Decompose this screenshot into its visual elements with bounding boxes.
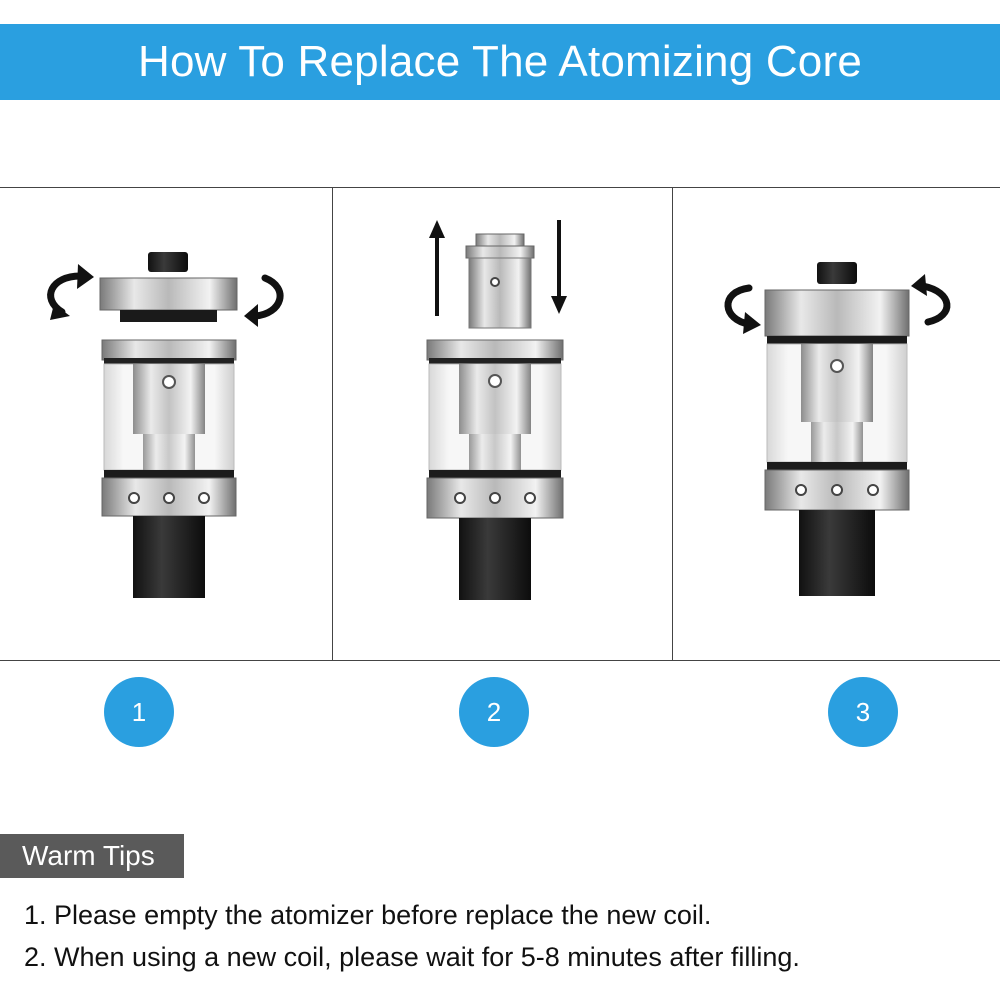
panel-divider xyxy=(672,187,673,661)
tip-item: 1. Please empty the atomizer before repl… xyxy=(24,900,712,930)
rotate-left-arrow-icon xyxy=(724,284,753,328)
warm-tips-heading: Warm Tips xyxy=(0,834,184,878)
step-2-badge: 2 xyxy=(459,677,529,747)
step-3-illustration xyxy=(673,188,1000,660)
step-1-badge: 1 xyxy=(104,677,174,747)
arrow-up-icon xyxy=(429,220,445,316)
steps-panel-frame xyxy=(0,187,1000,661)
rotate-right-arrow-icon xyxy=(251,274,284,320)
warm-tips-list: 1. Please empty the atomizer before repl… xyxy=(24,894,984,978)
step-1-illustration xyxy=(0,188,332,660)
page-title: How To Replace The Atomizing Core xyxy=(0,24,1000,100)
tip-item: 2. When using a new coil, please wait fo… xyxy=(24,942,800,972)
rotate-right-arrow-icon xyxy=(919,282,951,326)
step-3-badge: 3 xyxy=(828,677,898,747)
step-2-illustration xyxy=(333,188,672,660)
panel-divider xyxy=(332,187,333,661)
arrow-down-icon xyxy=(551,220,567,314)
